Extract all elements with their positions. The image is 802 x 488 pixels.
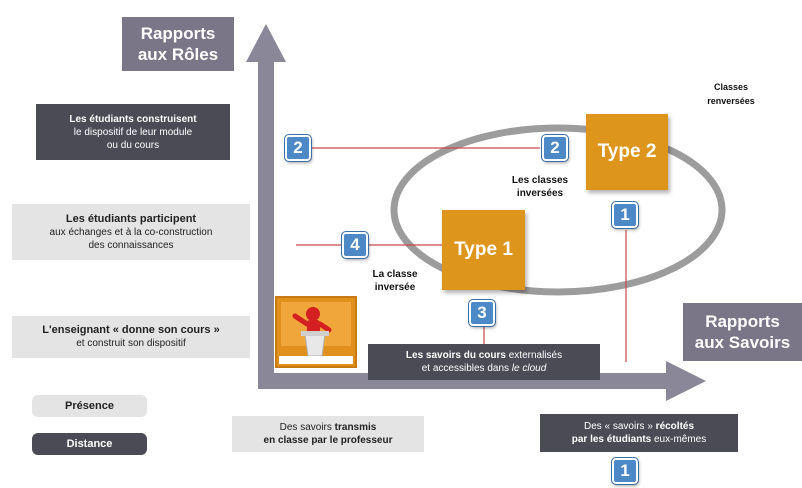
y-axis-arrowhead bbox=[246, 24, 286, 62]
knowledge-middle-line1: Les savoirs du cours externalisés bbox=[368, 349, 600, 362]
marker-type2-role-value: 2 bbox=[550, 138, 560, 157]
classes-inversees-line1: Les classes bbox=[511, 175, 569, 186]
y-axis-title-line1: Rapports bbox=[140, 24, 216, 43]
role-bottom-line1: L'enseignant « donne son cours » bbox=[42, 324, 220, 336]
classes-renversees-line1: Classes bbox=[713, 82, 749, 92]
knowledge-middle-line1-post: externalisés bbox=[505, 350, 563, 361]
type1-label: Type 1 bbox=[454, 239, 513, 260]
knowledge-level-right: Des « savoirs » récoltés par les étudian… bbox=[540, 414, 738, 452]
knowledge-left-line1: Des savoirs transmis bbox=[232, 421, 424, 434]
knowledge-middle-line1-bold: Les savoirs du cours bbox=[405, 350, 506, 361]
role-bottom-line2: et construit son dispositif bbox=[76, 338, 186, 349]
x-axis-arrowhead bbox=[666, 361, 706, 401]
marker-type2-knowledge: 1 bbox=[611, 201, 639, 229]
knowledge-right-line1-pre: Des « savoirs » bbox=[583, 421, 656, 432]
marker-type1-knowledge: 3 bbox=[468, 299, 496, 327]
role-top-line3: ou du cours bbox=[106, 139, 160, 151]
y-axis-title-line2: aux Rôles bbox=[137, 45, 219, 64]
classes-renversees-ellipse bbox=[390, 124, 726, 296]
knowledge-middle-line2-italic: le cloud bbox=[511, 363, 547, 374]
role-level-bottom: L'enseignant « donne son cours » et cons… bbox=[12, 316, 250, 358]
legend-distance: Distance bbox=[32, 433, 147, 455]
teacher-at-lectern-illustration bbox=[275, 296, 357, 368]
role-level-top: Les étudiants construisent le dispositif… bbox=[36, 104, 230, 160]
y-axis-title: Rapports aux Rôles bbox=[122, 17, 234, 71]
classe-inversee-line1: La classe bbox=[372, 269, 418, 280]
x-axis-title: Rapports aux Savoirs bbox=[683, 303, 802, 361]
type1-box: Type 1 bbox=[442, 210, 525, 290]
legend-distance-label: Distance bbox=[66, 438, 113, 450]
role-middle-line2: aux échanges et à la co-construction bbox=[49, 226, 213, 238]
knowledge-left-line1-pre: Des savoirs bbox=[279, 422, 335, 433]
y-axis-shaft bbox=[258, 58, 274, 388]
marker-role-top-value: 2 bbox=[293, 138, 303, 157]
knowledge-right-line1-bold: récoltés bbox=[655, 421, 695, 432]
knowledge-level-middle: Les savoirs du cours externalisés et acc… bbox=[368, 344, 600, 380]
knowledge-right-line2: par les étudiants eux-mêmes bbox=[540, 433, 738, 446]
marker-type2-role: 2 bbox=[541, 134, 569, 162]
marker-type1-knowledge-value: 3 bbox=[477, 303, 487, 322]
knowledge-right-line2-post: eux-mêmes bbox=[651, 434, 707, 445]
type2-label: Type 2 bbox=[597, 141, 657, 162]
knowledge-right-line1: Des « savoirs » récoltés bbox=[540, 420, 738, 433]
role-top-line2: le dispositif de leur module bbox=[73, 126, 193, 138]
marker-knowledge-right-value: 1 bbox=[620, 461, 630, 480]
role-middle-line3: des connaissances bbox=[88, 239, 174, 251]
marker-knowledge-right: 1 bbox=[611, 457, 639, 485]
knowledge-level-left: Des savoirs transmis en classe par le pr… bbox=[232, 416, 424, 452]
type2-box: Type 2 bbox=[586, 114, 668, 190]
knowledge-right-line2-bold: par les étudiants bbox=[571, 434, 652, 445]
role-level-middle: Les étudiants participent aux échanges e… bbox=[12, 204, 250, 260]
knowledge-middle-line2: et accessibles dans le cloud bbox=[368, 362, 600, 375]
marker-role-middle: 4 bbox=[341, 231, 369, 259]
classes-inversees-caption: Les classes inversées bbox=[500, 174, 580, 200]
classes-renversees-line2: renversées bbox=[707, 96, 755, 106]
knowledge-middle-line2-pre: et accessibles dans bbox=[421, 363, 512, 374]
teacher-icon bbox=[279, 302, 353, 364]
marker-role-top: 2 bbox=[284, 134, 312, 162]
marker-type2-knowledge-value: 1 bbox=[620, 205, 630, 224]
classes-inversees-line2: inversées bbox=[516, 188, 564, 199]
marker-role-middle-value: 4 bbox=[350, 235, 360, 254]
classe-inversee-caption: La classe inversée bbox=[355, 268, 435, 294]
legend-presence-label: Présence bbox=[65, 400, 114, 412]
x-axis-title-line2: aux Savoirs bbox=[694, 333, 791, 352]
x-axis-title-line1: Rapports bbox=[705, 312, 780, 331]
role-top-line1: Les étudiants construisent bbox=[69, 113, 197, 125]
knowledge-left-line2: en classe par le professeur bbox=[263, 435, 393, 446]
classes-renversees-label: Classes renversées bbox=[695, 80, 767, 108]
role-middle-line1: Les étudiants participent bbox=[65, 212, 197, 225]
knowledge-left-line1-bold: transmis bbox=[334, 422, 377, 433]
legend-presence: Présence bbox=[32, 395, 147, 417]
classe-inversee-line2: inversée bbox=[374, 282, 416, 293]
